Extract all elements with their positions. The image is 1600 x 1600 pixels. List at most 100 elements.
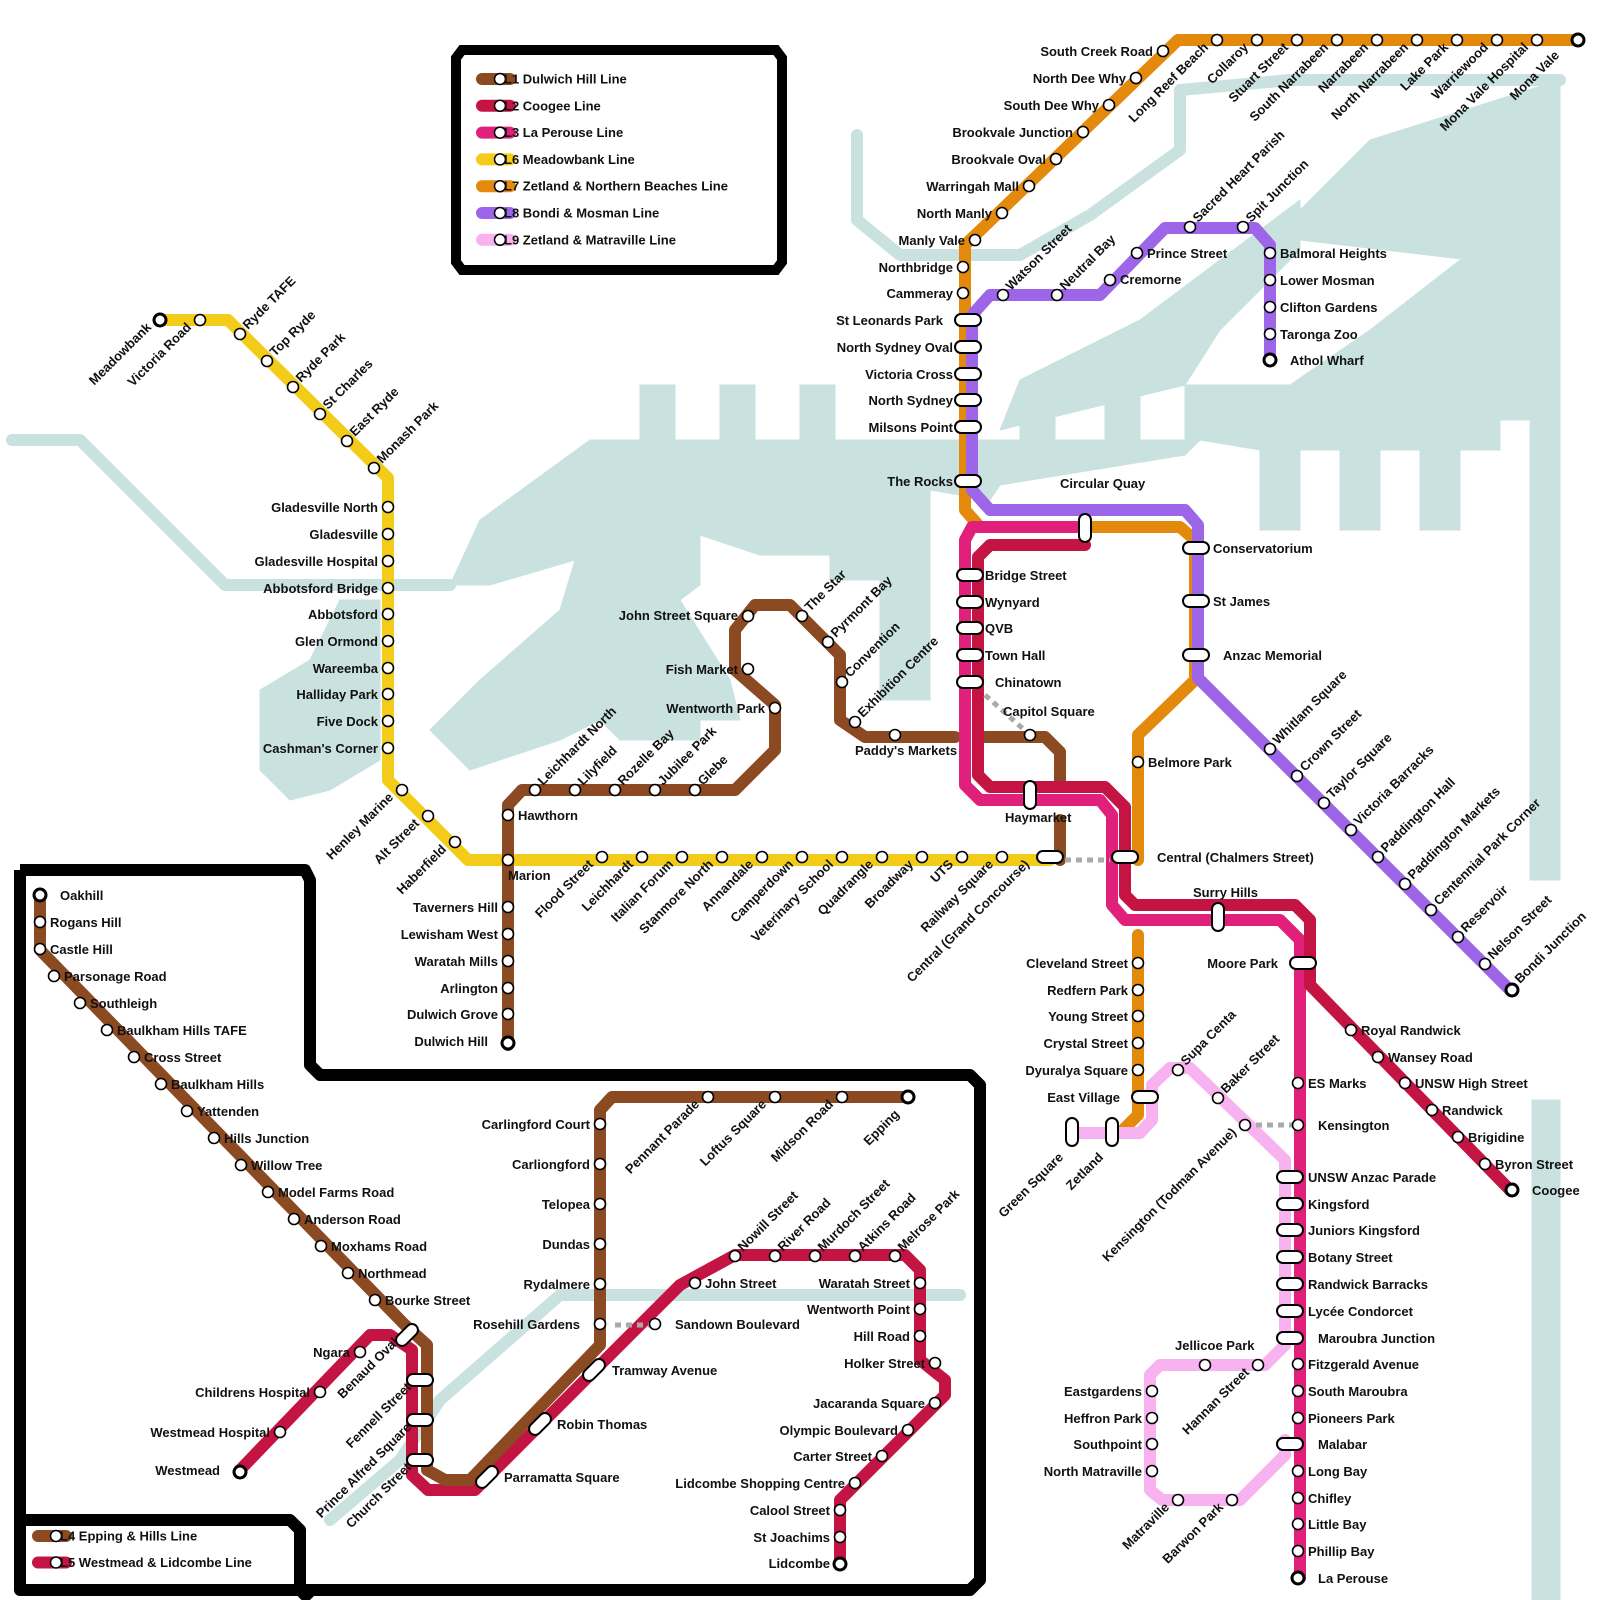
interchange-marker[interactable]	[1079, 514, 1091, 542]
station-dyuralya-square[interactable]: Dyuralya Square	[1025, 1063, 1143, 1078]
station-taronga-zoo[interactable]: Taronga Zoo	[1265, 327, 1358, 342]
station-lower-mosman[interactable]: Lower Mosman	[1265, 273, 1375, 288]
station-marker[interactable]	[1212, 35, 1223, 46]
station-hannan-street[interactable]: Hannan Street	[1179, 1360, 1263, 1438]
station-marker[interactable]	[1133, 1011, 1144, 1022]
station-marker[interactable]	[595, 1119, 606, 1130]
interchange-marker[interactable]	[955, 368, 981, 380]
station-kensington[interactable]: Kensington	[1293, 1118, 1390, 1133]
station-marker[interactable]	[1293, 1386, 1304, 1397]
station-childrens-hospital[interactable]: Childrens Hospital	[195, 1385, 325, 1400]
station-sandown-boulevard[interactable]: Sandown Boulevard	[650, 1317, 801, 1332]
station-marker[interactable]	[1373, 852, 1384, 863]
interchange-marker[interactable]	[955, 394, 981, 406]
station-marker[interactable]	[1078, 127, 1089, 138]
station-marker[interactable]	[1293, 1120, 1304, 1131]
station-marker[interactable]	[1293, 1493, 1304, 1504]
station-waratah-street[interactable]: Waratah Street	[819, 1276, 926, 1291]
interchange-marker[interactable]	[955, 421, 981, 433]
station-marker[interactable]	[235, 329, 246, 340]
station-marker[interactable]	[770, 1251, 781, 1262]
station-marker[interactable]	[915, 1304, 926, 1315]
station-royal-randwick[interactable]: Royal Randwick	[1346, 1023, 1462, 1038]
station-marker[interactable]	[1293, 1359, 1304, 1370]
station-marker[interactable]	[1253, 1360, 1264, 1371]
station-ngara[interactable]: Ngara	[313, 1345, 365, 1360]
station-qvb[interactable]: QVB	[957, 621, 1013, 636]
station-marker[interactable]	[209, 1133, 220, 1144]
station-st-joachims[interactable]: St Joachims	[753, 1530, 845, 1545]
station-marker[interactable]	[595, 1159, 606, 1170]
interchange-marker[interactable]	[1290, 957, 1316, 969]
station-marker[interactable]	[998, 290, 1009, 301]
station-marker[interactable]	[837, 1092, 848, 1103]
station-calool-street[interactable]: Calool Street	[750, 1503, 846, 1518]
station-conservatorium[interactable]: Conservatorium	[1183, 541, 1313, 556]
interchange-marker[interactable]	[407, 1414, 433, 1426]
station-marker[interactable]	[595, 1239, 606, 1250]
interchange-marker[interactable]	[1183, 649, 1209, 661]
station-hills-junction[interactable]: Hills Junction	[209, 1131, 310, 1146]
station-marker[interactable]	[1426, 905, 1437, 916]
station-baulkham-hills[interactable]: Baulkham Hills	[156, 1077, 265, 1092]
station-marker[interactable]	[275, 1427, 286, 1438]
interchange-marker[interactable]	[407, 1454, 433, 1466]
station-eastgardens[interactable]: Eastgardens	[1064, 1384, 1158, 1399]
station-marker[interactable]	[1240, 1120, 1251, 1131]
interchange-marker[interactable]	[1277, 1332, 1303, 1344]
station-anzac-memorial[interactable]: Anzac Memorial	[1183, 648, 1322, 663]
interchange-marker[interactable]	[955, 341, 981, 353]
interchange-marker[interactable]	[1277, 1224, 1303, 1236]
station-marker[interactable]	[1265, 302, 1276, 313]
station-warringah-mall[interactable]: Warringah Mall	[926, 179, 1034, 194]
terminus-marker[interactable]	[902, 1091, 914, 1103]
station-marker[interactable]	[690, 785, 701, 796]
station-parsonage-road[interactable]: Parsonage Road	[49, 969, 167, 984]
station-marker[interactable]	[1024, 181, 1035, 192]
station-marker[interactable]	[850, 1478, 861, 1489]
station-marker[interactable]	[1293, 1519, 1304, 1530]
station-milsons-point[interactable]: Milsons Point	[869, 420, 982, 435]
station-marker[interactable]	[355, 1347, 366, 1358]
station-parramatta-square[interactable]: Parramatta Square	[474, 1464, 620, 1491]
station-marker[interactable]	[595, 1279, 606, 1290]
station-crystal-street[interactable]: Crystal Street	[1043, 1036, 1143, 1051]
station-marker[interactable]	[890, 730, 901, 741]
interchange-marker[interactable]	[957, 622, 983, 634]
station-marker[interactable]	[383, 689, 394, 700]
station-marker[interactable]	[370, 1295, 381, 1306]
station-malabar[interactable]: Malabar	[1277, 1437, 1367, 1452]
station-tramway-avenue[interactable]: Tramway Avenue	[581, 1357, 718, 1384]
station-st-james[interactable]: St James	[1183, 594, 1270, 609]
station-the-star[interactable]: The Star	[797, 567, 849, 622]
station-east-village[interactable]: East Village	[1047, 1090, 1158, 1105]
station-marker[interactable]	[650, 785, 661, 796]
station-brookvale-oval[interactable]: Brookvale Oval	[951, 152, 1061, 167]
station-north-matraville[interactable]: North Matraville	[1044, 1464, 1158, 1479]
station-maroubra-junction[interactable]: Maroubra Junction	[1277, 1331, 1435, 1346]
interchange-marker[interactable]	[1277, 1171, 1303, 1183]
station-marker[interactable]	[835, 1532, 846, 1543]
station-marker[interactable]	[383, 636, 394, 647]
station-marker[interactable]	[797, 611, 808, 622]
station-marker[interactable]	[1293, 1078, 1304, 1089]
station-north-sydney-oval[interactable]: North Sydney Oval	[837, 340, 981, 355]
station-marker[interactable]	[1104, 100, 1115, 111]
interchange-marker[interactable]	[407, 1374, 433, 1386]
station-dulwich-hill[interactable]: Dulwich Hill	[414, 1034, 514, 1049]
station-marker[interactable]	[958, 288, 969, 299]
station-oakhill[interactable]: Oakhill	[34, 888, 103, 903]
station-marker[interactable]	[397, 785, 408, 796]
station-abbotsford[interactable]: Abbotsford	[308, 607, 394, 622]
station-robin-thomas[interactable]: Robin Thomas	[527, 1411, 648, 1438]
station-northbridge[interactable]: Northbridge	[879, 260, 969, 275]
interchange-marker[interactable]	[1106, 1118, 1118, 1146]
station-marker[interactable]	[423, 811, 434, 822]
station-south-creek-road[interactable]: South Creek Road	[1040, 44, 1168, 59]
station-marker[interactable]	[530, 785, 541, 796]
interchange-marker[interactable]	[1277, 1198, 1303, 1210]
interchange-marker[interactable]	[955, 314, 981, 326]
station-marker[interactable]	[1185, 222, 1196, 233]
station-marker[interactable]	[1147, 1466, 1158, 1477]
station-north-dee-why[interactable]: North Dee Why	[1033, 71, 1142, 86]
